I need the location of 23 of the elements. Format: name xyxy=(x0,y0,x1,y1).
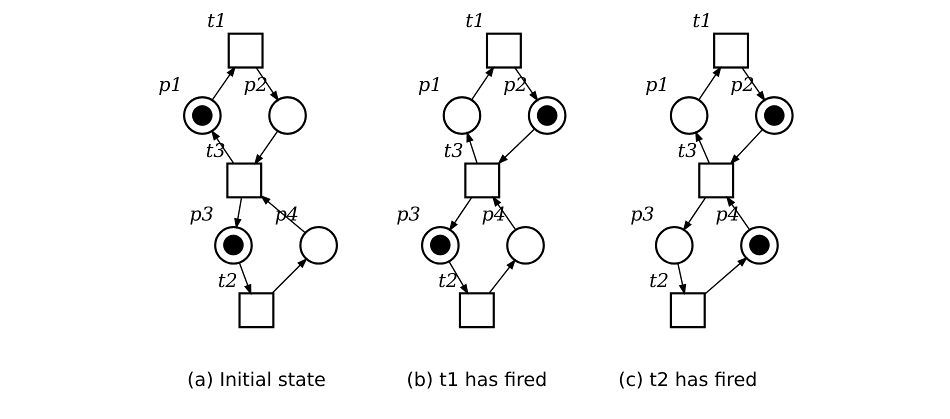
node-label: t2 xyxy=(648,270,668,292)
node-label: t1 xyxy=(692,10,712,32)
node-label: p1 xyxy=(418,74,442,96)
node-label: p2 xyxy=(243,74,268,96)
node-label: p1 xyxy=(644,74,669,96)
node-label: p2 xyxy=(502,74,527,96)
node-label: t3 xyxy=(443,140,463,162)
node-label: p4 xyxy=(481,204,506,226)
label: (c) t2 has fired xyxy=(618,369,757,392)
node-label: t2 xyxy=(438,270,458,292)
node-label: p1 xyxy=(158,74,182,96)
node-label: t1 xyxy=(464,10,485,32)
node-label: t2 xyxy=(217,270,238,292)
node-label: p3 xyxy=(396,204,420,226)
node-label: p3 xyxy=(189,204,214,226)
node-label: p2 xyxy=(730,74,754,96)
label: (b) t1 has fired xyxy=(406,369,547,392)
node-label: p4 xyxy=(715,204,740,226)
node-label: t1 xyxy=(206,10,226,32)
label: (a) Initial state xyxy=(186,369,326,392)
node-label: t3 xyxy=(677,140,697,162)
node-label: t3 xyxy=(205,140,225,162)
node-label: p3 xyxy=(630,204,654,226)
